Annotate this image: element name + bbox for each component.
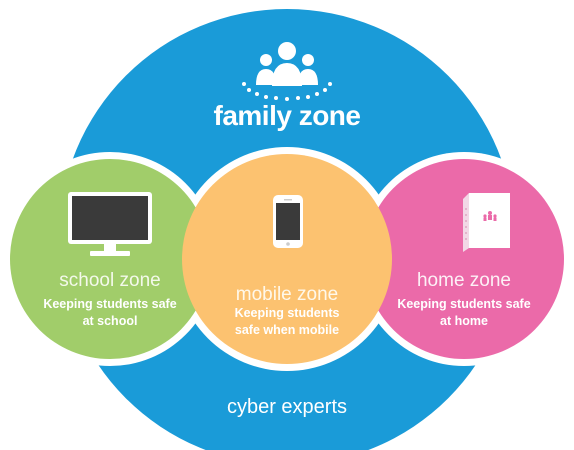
mobile-zone-description: Keeping students safe when mobile <box>234 306 340 337</box>
brand-title: family zone <box>213 100 361 131</box>
school-zone-circle <box>10 159 210 359</box>
mobile-zone-title: mobile zone <box>235 284 339 305</box>
smartphone-icon <box>273 195 303 248</box>
home-zone-circle <box>364 159 564 359</box>
monitor-icon <box>68 192 152 256</box>
router-box-icon <box>463 193 510 252</box>
family-icon <box>242 42 332 101</box>
school-zone-title: school zone <box>59 270 161 291</box>
home-zone-description: Keeping students safe at home <box>397 297 531 328</box>
school-zone-description: Keeping students safe at school <box>43 297 177 328</box>
mobile-zone-circle <box>182 154 392 364</box>
home-zone-title: home zone <box>416 270 511 291</box>
footer-label: cyber experts <box>226 396 348 418</box>
